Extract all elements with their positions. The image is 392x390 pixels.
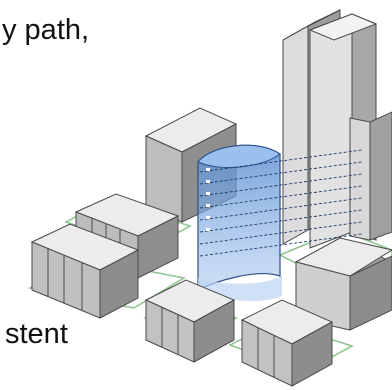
front-right-block [240, 299, 334, 387]
caption-line-1: y path, [2, 14, 90, 46]
zoning-envelope [197, 144, 363, 302]
right-edge-block [349, 111, 392, 241]
front-middle-block [144, 279, 236, 363]
caption-line-2: stent [5, 318, 68, 350]
front-left-block [30, 223, 140, 319]
